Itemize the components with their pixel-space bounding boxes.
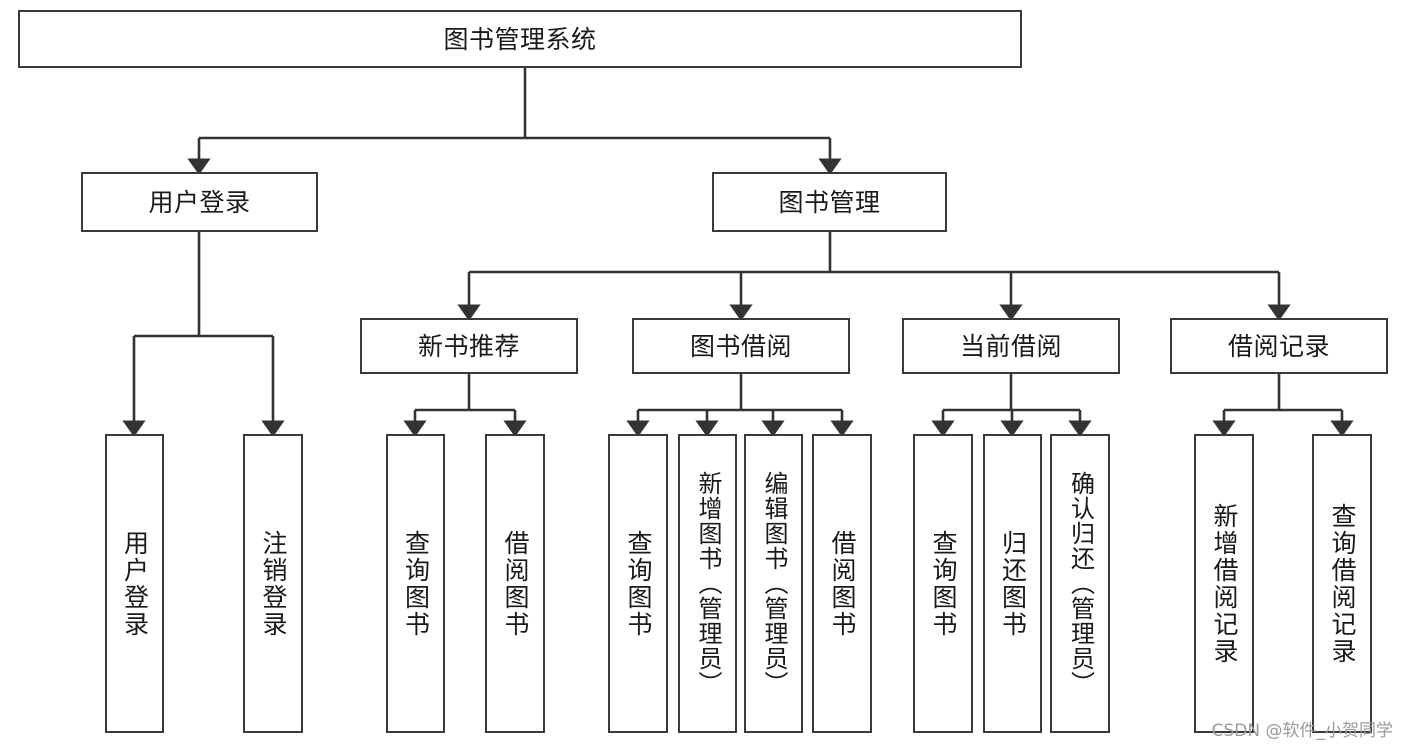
node-leaf-query-book-rec-label: 查询图书 [401, 529, 431, 638]
node-leaf-user-login[interactable]: 用户登录 [105, 434, 164, 733]
node-leaf-confirm-return-label: 确认归还（管理员） [1066, 471, 1095, 696]
node-leaf-edit-book-label: 编辑图书（管理员） [759, 471, 788, 696]
node-book-manage[interactable]: 图书管理 [712, 172, 947, 232]
node-current-borrow[interactable]: 当前借阅 [902, 318, 1120, 374]
node-user-login-label: 用户登录 [148, 187, 251, 217]
node-root-label: 图书管理系统 [443, 24, 597, 54]
node-current-borrow-label: 当前借阅 [959, 331, 1062, 361]
node-leaf-query-book-c-label: 查询图书 [929, 529, 958, 638]
node-leaf-query-book-b-label: 查询图书 [624, 529, 653, 638]
node-leaf-return-book-label: 归还图书 [998, 529, 1028, 638]
node-leaf-add-record-label: 新增借阅记录 [1210, 502, 1239, 665]
node-new-book-rec[interactable]: 新书推荐 [360, 318, 578, 374]
node-book-manage-label: 图书管理 [778, 187, 881, 217]
node-leaf-add-book-label: 新增图书（管理员） [693, 471, 722, 696]
node-book-borrow[interactable]: 图书借阅 [632, 318, 850, 374]
node-leaf-add-record[interactable]: 新增借阅记录 [1194, 434, 1254, 733]
node-leaf-edit-book[interactable]: 编辑图书（管理员） [744, 434, 803, 733]
node-new-book-rec-label: 新书推荐 [417, 331, 520, 361]
node-borrow-record[interactable]: 借阅记录 [1170, 318, 1388, 374]
node-leaf-query-record-label: 查询借阅记录 [1328, 502, 1357, 665]
node-leaf-add-book[interactable]: 新增图书（管理员） [678, 434, 737, 733]
node-leaf-return-book[interactable]: 归还图书 [983, 434, 1042, 733]
node-leaf-logout[interactable]: 注销登录 [243, 434, 303, 733]
node-user-login[interactable]: 用户登录 [81, 172, 318, 232]
node-leaf-logout-label: 注销登录 [259, 529, 288, 638]
node-leaf-borrow-book-rec-label: 借阅图书 [501, 529, 530, 638]
node-leaf-query-book-rec[interactable]: 查询图书 [386, 434, 445, 733]
node-borrow-record-label: 借阅记录 [1227, 331, 1330, 361]
node-leaf-query-record[interactable]: 查询借阅记录 [1312, 434, 1372, 733]
node-leaf-borrow-book-b[interactable]: 借阅图书 [812, 434, 872, 733]
node-leaf-borrow-book-rec[interactable]: 借阅图书 [485, 434, 545, 733]
node-book-borrow-label: 图书借阅 [689, 331, 792, 361]
node-leaf-user-login-label: 用户登录 [120, 529, 150, 638]
node-leaf-borrow-book-b-label: 借阅图书 [828, 529, 857, 638]
node-leaf-query-book-b[interactable]: 查询图书 [608, 434, 668, 733]
node-leaf-query-book-c[interactable]: 查询图书 [913, 434, 973, 733]
node-root[interactable]: 图书管理系统 [18, 10, 1022, 68]
node-leaf-confirm-return[interactable]: 确认归还（管理员） [1050, 434, 1110, 733]
